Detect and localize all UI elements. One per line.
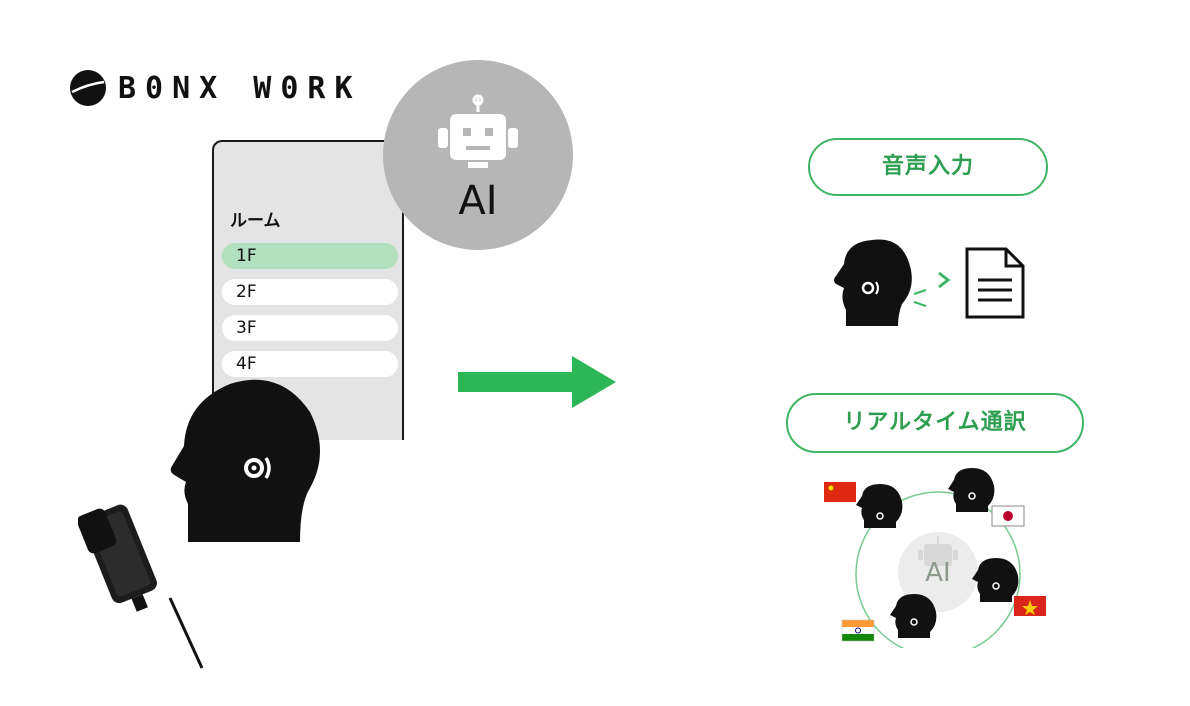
ai-assistant-circle: AI — [383, 60, 573, 250]
translation-robot-icon — [918, 536, 958, 566]
room-item-1f[interactable]: 1F — [222, 243, 398, 269]
realtime-translation-label: リアルタイム通訳 — [786, 393, 1084, 453]
earpiece-device-icon — [78, 504, 204, 669]
translation-ai-label: AI — [925, 558, 951, 588]
person-head-icon — [170, 379, 320, 542]
translation-ring — [855, 491, 1021, 648]
translation-head-3 — [972, 558, 1019, 602]
bonx-work-logo: B0NX W0RK — [68, 68, 362, 108]
document-icon — [965, 247, 1025, 319]
vietnam-flag-icon — [1014, 596, 1046, 616]
room-item-4f[interactable]: 4F — [222, 351, 398, 377]
china-flag-icon — [824, 482, 856, 502]
bonx-logo-icon — [70, 70, 106, 106]
chevron-right-icon — [938, 271, 951, 289]
robot-icon — [438, 94, 518, 168]
logo-text: B0NX W0RK — [118, 70, 362, 106]
india-flag-icon — [841, 619, 875, 642]
arrow-right-icon — [458, 356, 616, 408]
translation-head-4 — [890, 594, 937, 638]
speaking-head-icon — [834, 239, 927, 326]
room-list-title: ルーム — [230, 211, 281, 231]
translation-head-2 — [948, 468, 995, 512]
room-item-2f[interactable]: 2F — [222, 279, 398, 305]
voice-input-label: 音声入力 — [808, 138, 1048, 196]
room-item-3f[interactable]: 3F — [222, 315, 398, 341]
translation-cluster — [824, 468, 1046, 648]
ai-label: AI — [458, 178, 498, 224]
translation-head-1 — [856, 484, 903, 528]
japan-flag-icon — [991, 505, 1025, 527]
